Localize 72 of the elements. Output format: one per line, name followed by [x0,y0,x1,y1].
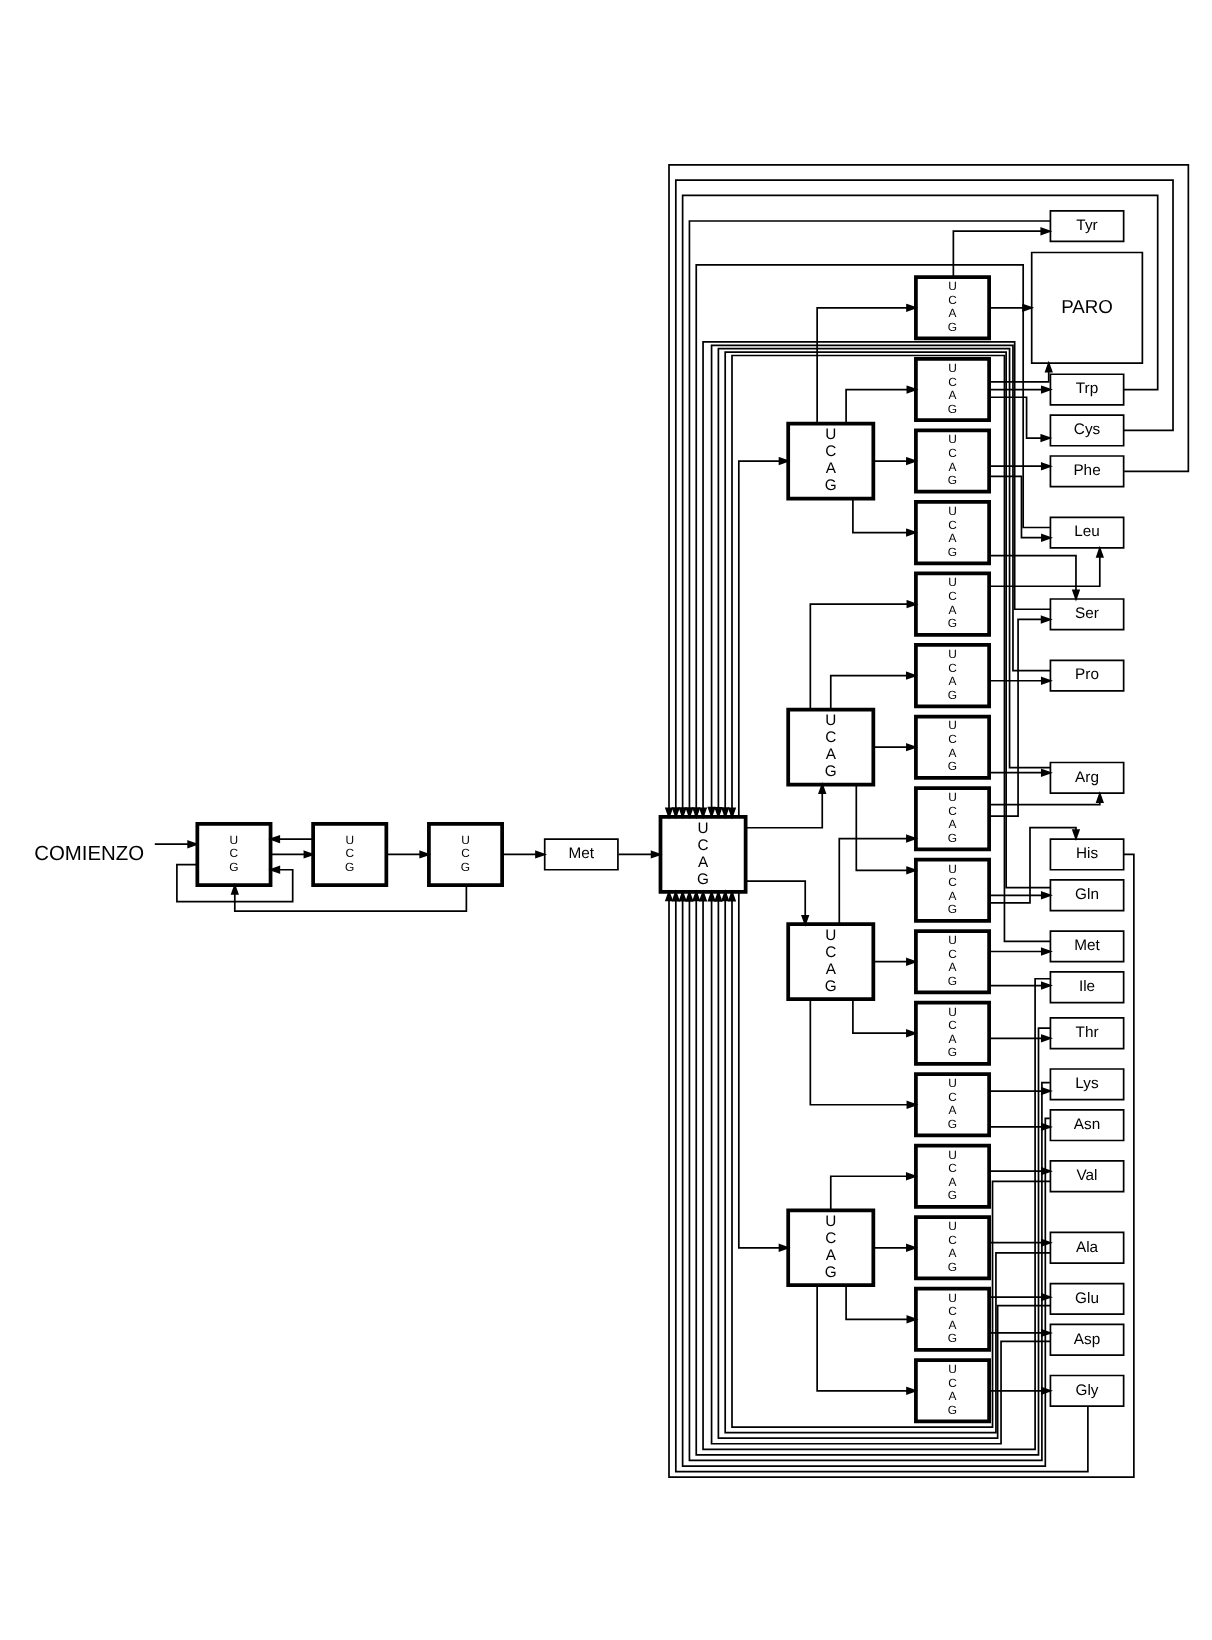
arrow [809,997,919,1108]
arrow [988,980,1053,989]
arrow [872,1242,918,1251]
arrow [988,474,1053,541]
node-box: Asp [1049,1322,1125,1355]
node-box: Gln [1049,878,1125,911]
arrow [829,670,918,709]
arrow [845,384,919,423]
arrow [816,302,919,424]
node-box: Pro [1049,658,1125,691]
node-box: Gly [1049,1373,1125,1406]
node-text: COMIENZO [34,842,145,865]
node-box: Thr [1049,1016,1125,1049]
node-box: U C A G [786,1207,876,1287]
node-box: U C A G [658,814,748,893]
arrow [744,879,810,926]
node-box: Lys [1049,1067,1125,1100]
arrow [176,862,294,902]
arrow [872,956,918,965]
arrow [153,839,200,848]
node-box: Ile [1049,970,1125,1003]
arrow [988,675,1053,684]
node-box: Met [543,837,619,870]
arrow [829,1171,918,1210]
arrow [988,553,1081,601]
node-box: Arg [1049,760,1125,793]
node-box: Ala [1049,1230,1125,1263]
node-box: Tyr [1049,208,1125,242]
arrow [988,825,1081,903]
arrow [988,614,1053,816]
arrow [988,384,1053,393]
arrow [988,544,1104,587]
node-box: PARO [1030,250,1144,364]
node-box: Glu [1049,1281,1125,1315]
arrow [852,497,918,536]
arrow [855,782,919,874]
arrow [809,598,919,710]
node-box: U C A G [786,420,876,500]
arrow [988,890,1053,899]
node-box: U C A G [786,706,876,786]
arrow [988,946,1053,955]
node-box: Met [1049,929,1125,962]
arrow [617,849,663,858]
node-box: U C A G [786,921,876,1001]
arrow [852,998,918,1037]
arrow [838,833,918,924]
arrow [988,1033,1053,1042]
arrow [988,461,1053,470]
node-box: Phe [1049,454,1125,487]
arrow [269,849,316,858]
arrow [816,1283,919,1394]
arrow [988,790,1104,805]
arrow [872,455,918,465]
arrow [501,849,548,858]
node-box: Trp [1049,372,1125,405]
arrow [385,849,432,858]
node-box: Val [1049,1159,1125,1192]
arrow [872,742,918,751]
arrow [952,226,1053,277]
node-box: Asn [1049,1108,1125,1141]
node-box: Cys [1049,413,1125,446]
node-box: Ser [1049,597,1125,630]
arrow [988,359,1053,382]
arrow [988,395,1053,442]
arrow [845,1284,919,1323]
arrow [737,455,791,817]
arrow [737,890,791,1251]
arrow [745,781,827,828]
arrow [988,767,1053,776]
arrow [268,833,314,843]
node-box: Leu [1049,515,1125,548]
node-box: His [1049,837,1125,870]
